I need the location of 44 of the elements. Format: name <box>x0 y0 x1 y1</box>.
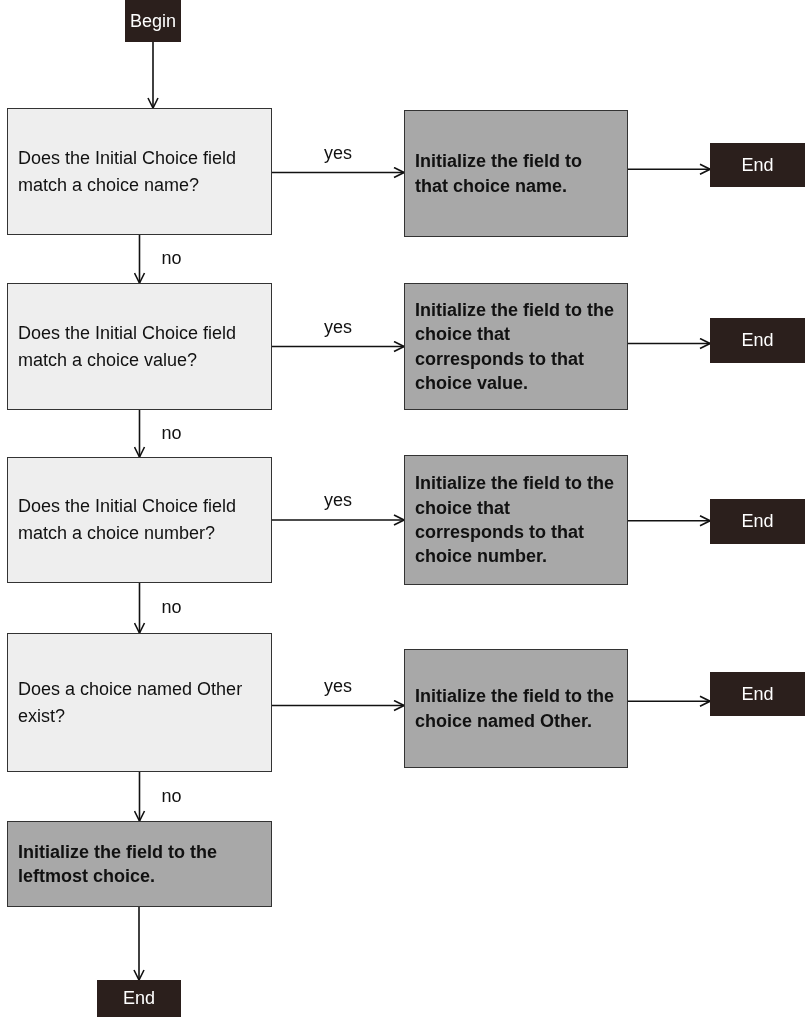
node-text: Initialize the field to the choice that corresponds to that choice number. <box>415 472 615 569</box>
node-text: Initialize the field to that choice name. <box>415 150 583 198</box>
decision-box <box>7 457 272 583</box>
node-text: Does the Initial Choice field match a choice value? <box>18 321 238 372</box>
terminator-box <box>97 980 181 1017</box>
arrow <box>627 514 711 527</box>
node-text: End <box>741 330 774 351</box>
node-text: Initialize the field to the leftmost choice. <box>18 840 218 888</box>
process-box <box>404 283 628 410</box>
node-text: Begin <box>129 10 176 32</box>
arrow <box>147 41 159 109</box>
arrow <box>133 234 146 284</box>
node-text: Does a choice named Other exist? <box>18 677 244 728</box>
arrow <box>133 906 145 981</box>
decision-box <box>7 108 272 235</box>
terminator-box <box>710 143 805 187</box>
node-text: End <box>741 154 774 176</box>
process-box <box>404 110 628 237</box>
process-box <box>404 455 628 585</box>
node-text: Does the Initial Choice field match a choice name? <box>18 146 238 197</box>
arrow <box>627 337 711 350</box>
terminator-box <box>710 318 805 363</box>
node-text: End <box>123 988 155 1009</box>
arrow <box>627 695 711 708</box>
arrow <box>271 340 405 353</box>
arrow <box>627 163 711 176</box>
terminator-box <box>710 499 805 544</box>
arrow <box>133 409 146 458</box>
process-box <box>7 821 272 907</box>
arrow <box>271 699 405 712</box>
node-text: Initialize the field to the choice named Other. <box>415 685 615 733</box>
arrow <box>133 582 146 634</box>
decision-box <box>7 283 272 410</box>
node-text: Initialize the field to the choice that corresponds to that choice value. <box>415 298 615 395</box>
arrow <box>133 771 146 822</box>
process-box <box>404 649 628 768</box>
terminator-box <box>125 0 181 42</box>
node-text: End <box>741 511 774 532</box>
node-text: End <box>741 683 774 705</box>
node-text: Does the Initial Choice field match a choice number? <box>18 495 238 545</box>
arrow <box>271 514 405 526</box>
terminator-box <box>710 672 805 716</box>
arrow <box>271 166 405 179</box>
decision-box <box>7 633 272 772</box>
